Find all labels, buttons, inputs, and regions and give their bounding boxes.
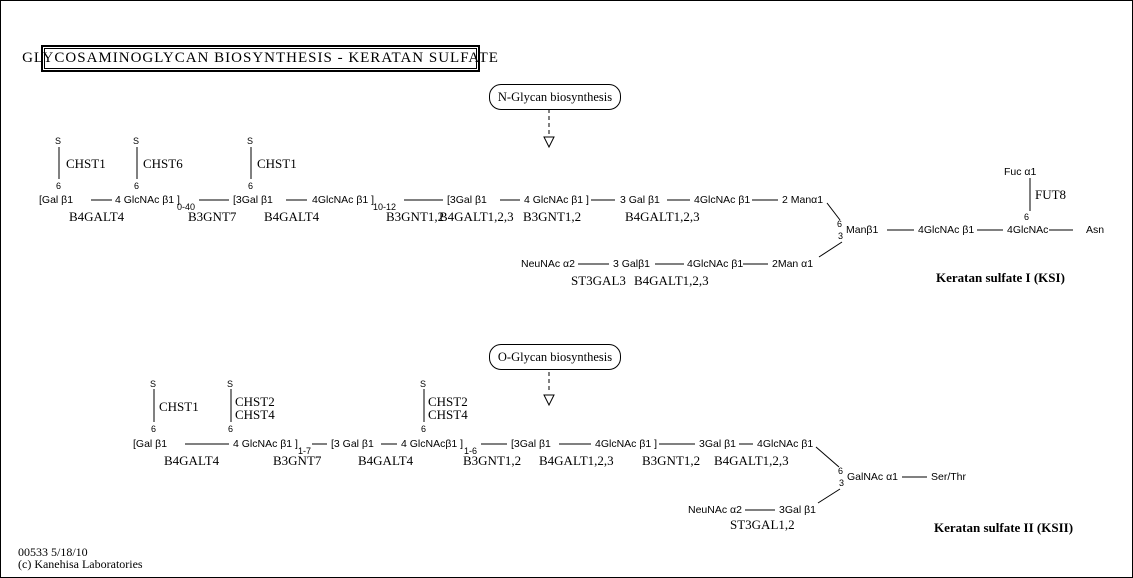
product-label-ksi: Keratan sulfate I (KSI) xyxy=(936,270,1065,285)
residue-label: [Gal β1 xyxy=(133,438,168,450)
enzyme-st3gal3[interactable]: ST3GAL3 xyxy=(571,273,626,288)
position-number: 6 xyxy=(838,466,844,476)
residue-label: [3 Gal β1 xyxy=(331,438,374,450)
position-number: 6 xyxy=(1024,212,1030,222)
enzyme-b4galt4[interactable]: B4GALT4 xyxy=(69,209,125,224)
residue-label: 4 GlcNAc β1 ] xyxy=(524,194,589,206)
repeat-subscript: 1-6 xyxy=(464,446,478,456)
enzyme-chst2[interactable]: CHST2 xyxy=(428,394,468,409)
enzyme-b4galt4[interactable]: B4GALT4 xyxy=(358,453,414,468)
page-title: GLYCOSAMINOGLYCAN BIOSYNTHESIS - KERATAN… xyxy=(22,48,498,69)
sulfate-s: S xyxy=(420,379,427,389)
position-number: 6 xyxy=(248,181,254,191)
residue-label: 4GlcNAc β1 ] xyxy=(312,194,375,206)
enzyme-chst1[interactable]: CHST1 xyxy=(66,156,106,171)
residue-label: 3Gal β1 xyxy=(699,438,736,450)
position-number: 3 xyxy=(839,478,845,488)
enzyme-b4galt123[interactable]: B4GALT1,2,3 xyxy=(634,273,709,288)
position-number: 6 xyxy=(56,181,62,191)
enzyme-chst4[interactable]: CHST4 xyxy=(235,407,275,422)
residue-label: 3Gal β1 xyxy=(779,504,816,516)
residue-label: 4GlcNAc β1 xyxy=(918,224,975,236)
enzyme-b4galt4[interactable]: B4GALT4 xyxy=(264,209,320,224)
residue-label: GalNAc α1 xyxy=(847,471,899,483)
residue-label: Manβ1 xyxy=(846,224,879,236)
enzyme-chst1[interactable]: CHST1 xyxy=(159,399,199,414)
residue-label: Asn xyxy=(1086,224,1105,236)
residue-label: [3Gal β1 xyxy=(233,194,273,206)
enzyme-b3gnt7[interactable]: B3GNT7 xyxy=(188,209,237,224)
residue-label: 4GlcNAc β1 xyxy=(694,194,751,206)
residue-label: Ser/Thr xyxy=(931,471,967,483)
repeat-subscript: 10-12 xyxy=(373,202,397,212)
enzyme-b4galt123[interactable]: B4GALT1,2,3 xyxy=(714,453,789,468)
enzyme-b4galt123[interactable]: B4GALT1,2,3 xyxy=(439,209,514,224)
residue-label: [3Gal β1 xyxy=(447,194,487,206)
sulfate-s: S xyxy=(227,379,234,389)
position-number: 3 xyxy=(838,231,844,241)
position-number: 6 xyxy=(134,181,140,191)
enzyme-chst4[interactable]: CHST4 xyxy=(428,407,468,422)
residue-label: NeuNAc α2 xyxy=(688,504,742,516)
enzyme-b4galt123[interactable]: B4GALT1,2,3 xyxy=(625,209,700,224)
position-number: 6 xyxy=(151,424,157,434)
residue-label: 4 GlcNAc β1 ] xyxy=(233,438,298,450)
enzyme-chst1[interactable]: CHST1 xyxy=(257,156,297,171)
residue-label: [3Gal β1 xyxy=(511,438,551,450)
copyright: (c) Kanehisa Laboratories xyxy=(18,557,143,571)
residue-label: 4GlcNAc xyxy=(1007,224,1049,236)
residue-label: 2Man α1 xyxy=(772,258,814,270)
pathway-box-o-glycan[interactable]: O-Glycan biosynthesis xyxy=(489,344,621,370)
enzyme-chst2[interactable]: CHST2 xyxy=(235,394,275,409)
position-number: 6 xyxy=(837,219,843,229)
residue-label: 4GlcNAc β1 xyxy=(687,258,744,270)
residue-label: Fuc α1 xyxy=(1004,166,1037,178)
residue-label: 4 GlcNAcβ1 ] xyxy=(401,438,464,450)
enzyme-b3gnt12[interactable]: B3GNT1,2 xyxy=(463,453,522,468)
residue-label: 2 Manα1 xyxy=(782,194,824,206)
repeat-subscript: 0-40 xyxy=(177,202,196,212)
residue-label: 4 GlcNAc β1 ] xyxy=(115,194,180,206)
enzyme-b3gnt12[interactable]: B3GNT1,2 xyxy=(642,453,701,468)
enzyme-chst6[interactable]: CHST6 xyxy=(143,156,183,171)
residue-label: 3 Galβ1 xyxy=(613,258,650,270)
title-box: GLYCOSAMINOGLYCAN BIOSYNTHESIS - KERATAN… xyxy=(22,45,498,72)
sulfate-s: S xyxy=(133,136,140,146)
enzyme-st3gal12[interactable]: ST3GAL1,2 xyxy=(730,517,795,532)
enzyme-b3gnt12[interactable]: B3GNT1,2 xyxy=(386,209,445,224)
product-label-ksii: Keratan sulfate II (KSII) xyxy=(934,520,1074,535)
position-number: 6 xyxy=(421,424,427,434)
sulfate-s: S xyxy=(247,136,254,146)
bond-lines xyxy=(58,147,1073,511)
enzyme-b4galt4[interactable]: B4GALT4 xyxy=(164,453,220,468)
map-id: 00533 5/18/10 xyxy=(18,545,88,559)
sulfate-s: S xyxy=(55,136,62,146)
repeat-subscript: 1-7 xyxy=(298,446,312,456)
residue-label: 3 Gal β1 xyxy=(620,194,660,206)
residue-label: NeuNAc α2 xyxy=(521,258,575,270)
enzyme-fut8[interactable]: FUT8 xyxy=(1035,187,1067,202)
residue-label: 4GlcNAc β1 xyxy=(757,438,814,450)
enzyme-b3gnt7[interactable]: B3GNT7 xyxy=(273,453,322,468)
enzyme-b4galt123[interactable]: B4GALT1,2,3 xyxy=(539,453,614,468)
sulfate-s: S xyxy=(150,379,157,389)
pathway-box-n-glycan[interactable]: N-Glycan biosynthesis xyxy=(489,84,621,110)
position-number: 6 xyxy=(228,424,234,434)
residue-label: [Gal β1 xyxy=(39,194,74,206)
enzyme-b3gnt12[interactable]: B3GNT1,2 xyxy=(523,209,582,224)
residue-label: 4GlcNAc β1 ] xyxy=(595,438,658,450)
pathway-link-arrows xyxy=(543,109,555,407)
